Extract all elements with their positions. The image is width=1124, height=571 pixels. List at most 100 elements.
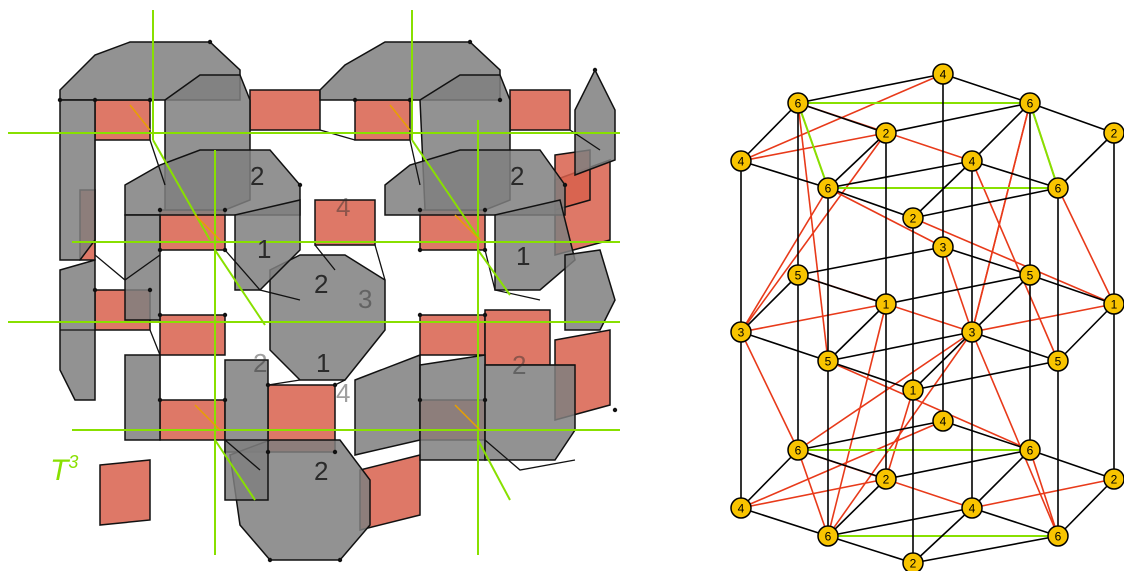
graph-edge: [797, 449, 887, 480]
graph-edge: [827, 303, 887, 362]
graph-node-label: 1: [910, 384, 917, 398]
graph-edge: [827, 187, 944, 248]
cell-label: 2: [250, 161, 264, 191]
graph-node: 3: [730, 321, 752, 343]
graph-edge: [1029, 102, 1059, 189]
graph-edge: [971, 160, 1059, 362]
graph-node-label: 2: [910, 212, 917, 226]
graph-node-label: 3: [969, 326, 976, 340]
graph-edge: [971, 478, 1115, 509]
graph-node-circle: [1103, 293, 1124, 315]
cell-label: 1: [257, 234, 271, 264]
edge-arrow: [859, 504, 861, 506]
cell-labels: 2 2 2 1 1 1 2 3 4 4 2 2: [250, 161, 530, 486]
torus-label: T3: [50, 452, 78, 487]
graph-node: 6: [787, 439, 809, 461]
edge-arrow: [1075, 465, 1077, 466]
graph-edge: [912, 331, 973, 391]
graph-edge: [971, 449, 1031, 509]
graph-node-label: 4: [738, 155, 745, 169]
graph-node-circle: [932, 236, 954, 258]
graph-node: 5: [1019, 264, 1041, 286]
graph-node-circle: [1047, 177, 1069, 199]
graph-node-circle: [730, 150, 752, 172]
graph-node: 5: [1047, 350, 1069, 372]
graph-node-label: 6: [795, 444, 802, 458]
graph-node-circle: [1019, 264, 1041, 286]
graph-node-label: 5: [825, 355, 832, 369]
graph-edge: [827, 187, 914, 219]
graph-node-circle: [875, 293, 897, 315]
graph-edge: [740, 274, 799, 333]
edge-arrow: [989, 261, 991, 263]
cell-label: 4: [336, 192, 350, 222]
graph-node-label: 4: [969, 502, 976, 516]
graph-node: 1: [902, 379, 924, 401]
edge-arrow: [944, 186, 946, 188]
graph-node-circle: [875, 468, 897, 490]
graph-node-label: 2: [883, 127, 890, 141]
cell-label: 4: [336, 378, 350, 408]
edge-arrow: [1010, 345, 1012, 346]
edge-arrow: [874, 260, 875, 261]
edge-arrow: [845, 118, 847, 120]
graph-node-circle: [730, 321, 752, 343]
graph-edge: [827, 303, 887, 537]
graph-node: 5: [787, 264, 809, 286]
edge-arrow: [787, 347, 789, 348]
orange-diagonal-edges: [129, 104, 481, 431]
edge-arrow: [1003, 300, 1005, 302]
graph-edge: [827, 160, 973, 189]
edge-arrow: [903, 345, 905, 347]
edge-arrow: [1003, 128, 1005, 130]
graph-edge: [827, 478, 887, 537]
graph-node: 3: [932, 236, 954, 258]
graph-edge: [797, 102, 973, 162]
graph-node-circle: [961, 150, 983, 172]
edge-arrow: [874, 434, 875, 436]
edge-arrow: [944, 357, 946, 359]
graph-node: 4: [961, 150, 983, 172]
edge-arrow: [989, 548, 990, 550]
edge-arrow: [903, 173, 905, 175]
edge-arrow: [903, 521, 905, 522]
graph-node-label: 1: [1111, 298, 1118, 312]
graph-edge: [740, 160, 829, 189]
graph-edge: [797, 102, 887, 134]
graph-edge: [942, 246, 973, 333]
graph-edge: [1029, 449, 1115, 480]
edge-arrow: [771, 300, 773, 302]
graph-node: 6: [1047, 177, 1069, 199]
graph-node-label: 5: [1027, 269, 1034, 283]
graph-edge: [797, 246, 944, 276]
graph-edge: [740, 331, 829, 362]
graph-node-circle: [902, 552, 924, 571]
graph-node: 1: [1103, 293, 1124, 315]
graph-edge: [1029, 102, 1059, 189]
graph-node-label: 2: [910, 557, 917, 571]
graph-edge: [740, 73, 944, 162]
cell-label: 1: [316, 348, 330, 378]
graph-edge: [912, 217, 1115, 305]
edge-arrow: [873, 550, 875, 551]
graph-edge: [797, 449, 973, 509]
graph-edge: [971, 160, 1059, 189]
edge-arrow: [1003, 475, 1005, 477]
graph-node-label: 6: [795, 97, 802, 111]
graph-edge: [1057, 132, 1115, 189]
graph-node-label: 4: [940, 68, 947, 82]
graph-node-label: 4: [738, 502, 745, 516]
graph-edges: [740, 73, 1115, 564]
graph-edge: [740, 331, 799, 451]
graph-node-label: 5: [1055, 355, 1062, 369]
edge-arrow: [845, 290, 847, 291]
graph-edge: [1029, 449, 1059, 537]
graph-edge: [1029, 274, 1115, 305]
graph-node-label: 6: [825, 530, 832, 544]
graph-edge: [740, 420, 944, 509]
edge-arrow: [771, 128, 773, 130]
cell-label: 2: [314, 269, 328, 299]
torus-label-exponent: 3: [68, 452, 78, 472]
graph-edge: [1057, 187, 1115, 305]
graph-edge: [797, 102, 829, 362]
